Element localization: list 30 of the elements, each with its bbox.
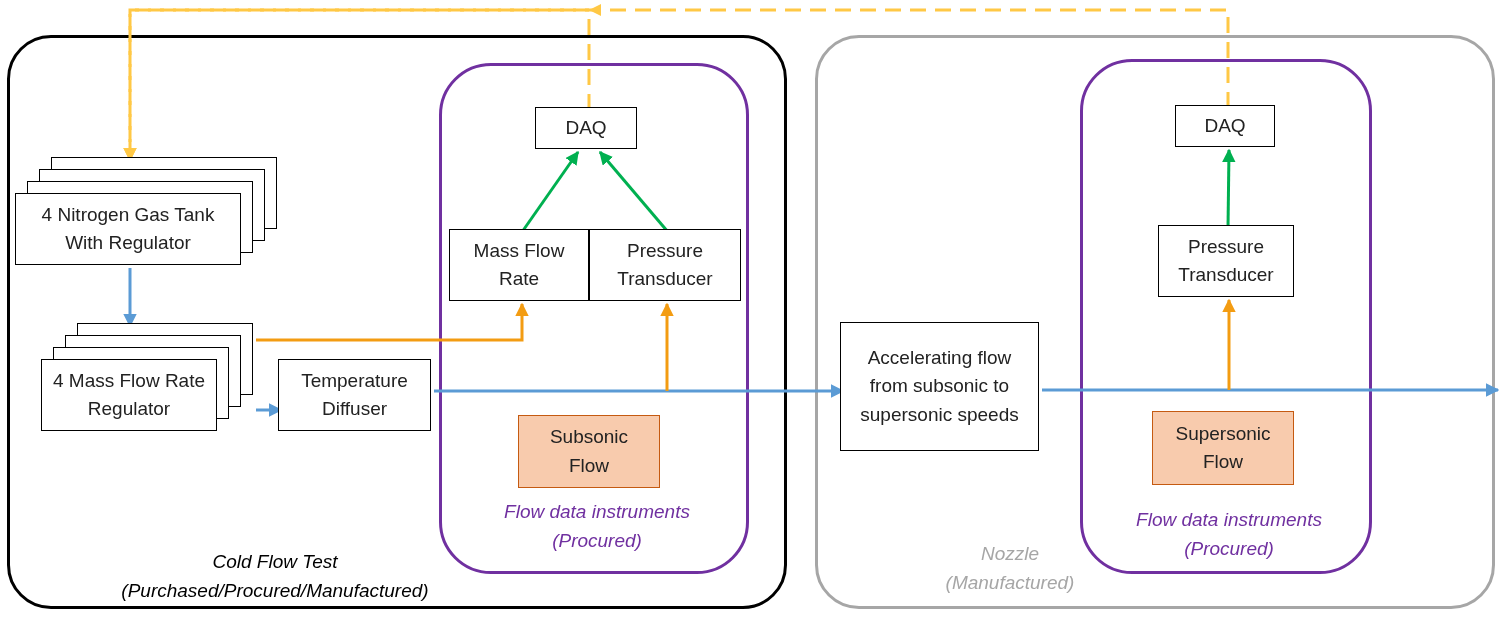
process-box xyxy=(1158,225,1294,297)
instrument-group xyxy=(439,63,749,574)
box-label: DAQ xyxy=(1204,113,1246,138)
process-box xyxy=(278,359,431,431)
box-label: DAQ xyxy=(565,115,607,140)
box-label: Accelerating flow from subsonic to supersonic speeds xyxy=(859,345,1020,427)
box-label: Subsonic Flow xyxy=(548,425,630,478)
box-label: Temperature Diffuser xyxy=(300,368,409,421)
process-box xyxy=(589,229,741,301)
box-label: 4 Mass Flow Rate Regulator xyxy=(51,368,206,421)
stacked-boxes-drawing xyxy=(15,157,277,265)
group-container xyxy=(7,35,787,609)
process-box xyxy=(535,107,637,149)
box-label: Mass Flow Rate xyxy=(472,238,566,291)
group-caption: Flow data instruments (Procured) xyxy=(1135,508,1323,561)
flow-box xyxy=(518,415,660,488)
box-label: Pressure Transducer xyxy=(616,238,714,291)
flow-box xyxy=(1152,411,1294,485)
group-caption: Flow data instruments (Procured) xyxy=(503,500,691,553)
process-box xyxy=(1175,105,1275,147)
group-caption: Nozzle (Manufactured) xyxy=(944,542,1076,595)
group-container xyxy=(815,35,1495,609)
process-box xyxy=(840,322,1039,451)
instrument-group xyxy=(1080,59,1372,574)
box-label: Supersonic Flow xyxy=(1175,421,1271,474)
stacked-boxes-drawing xyxy=(41,323,253,431)
process-box xyxy=(449,229,589,301)
box-label: Pressure Transducer xyxy=(1177,234,1275,287)
group-caption: Cold Flow Test (Purchased/Procured/Manufactured) xyxy=(120,550,430,603)
box-label: 4 Nitrogen Gas Tank With Regulator xyxy=(40,202,216,255)
